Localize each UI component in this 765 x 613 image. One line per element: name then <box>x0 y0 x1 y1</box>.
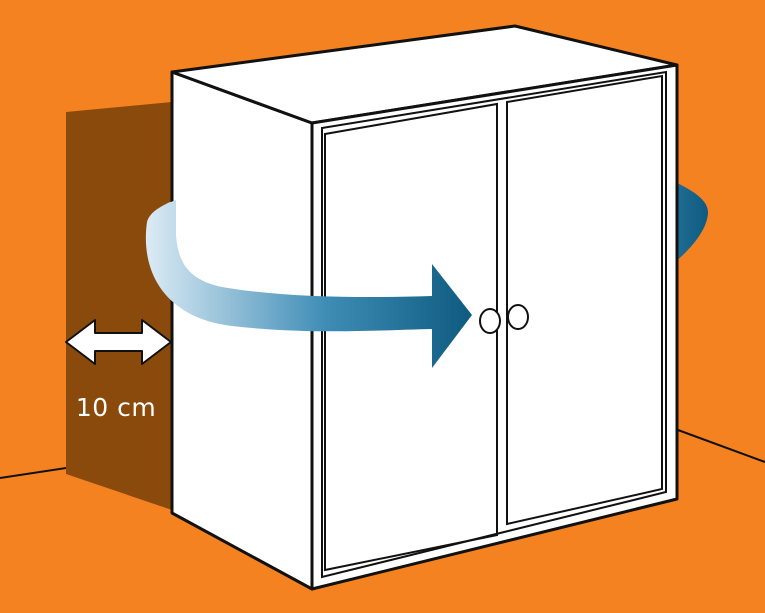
left-door <box>324 102 498 572</box>
floor-line-right <box>677 429 765 463</box>
wall-shadow <box>66 102 172 510</box>
clearance-arrow-icon <box>65 319 172 365</box>
cabinet-side <box>170 70 314 591</box>
clearance-label: 10 cm <box>75 393 157 422</box>
left-door-knob <box>479 308 501 334</box>
right-door-knob <box>507 304 529 330</box>
door-frame <box>321 70 667 579</box>
right-door <box>506 74 663 526</box>
rotation-arrow <box>145 200 472 368</box>
